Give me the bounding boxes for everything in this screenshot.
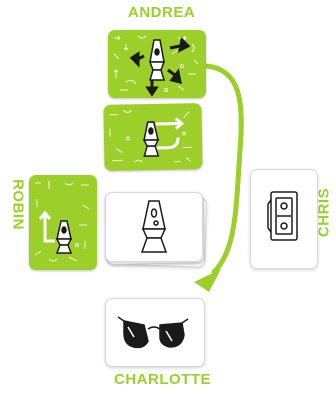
lava-lamp-icon <box>144 122 159 156</box>
lava-lamp-icon <box>57 221 71 253</box>
robin-card[interactable] <box>29 175 97 270</box>
andrea-second-card[interactable] <box>103 103 202 171</box>
player-name-robin: ROBIN <box>10 175 27 235</box>
charlotte-card[interactable] <box>105 298 205 367</box>
player-name-andrea: ANDREA <box>128 4 195 21</box>
arrow-pattern <box>108 30 206 98</box>
sunglasses-icon <box>118 317 188 347</box>
arrow-pattern <box>29 175 97 270</box>
andrea-card[interactable] <box>108 30 206 98</box>
chris-card[interactable] <box>250 169 318 269</box>
lava-lamp-icon <box>142 201 166 252</box>
player-name-chris: CHRIS <box>316 183 333 243</box>
lava-lamp-icon <box>150 40 164 80</box>
player-name-charlotte: CHARLOTTE <box>114 371 211 388</box>
cassette-tape-icon <box>268 192 297 240</box>
center-stack-top-card[interactable] <box>105 192 203 262</box>
arrow-pattern <box>103 103 202 171</box>
